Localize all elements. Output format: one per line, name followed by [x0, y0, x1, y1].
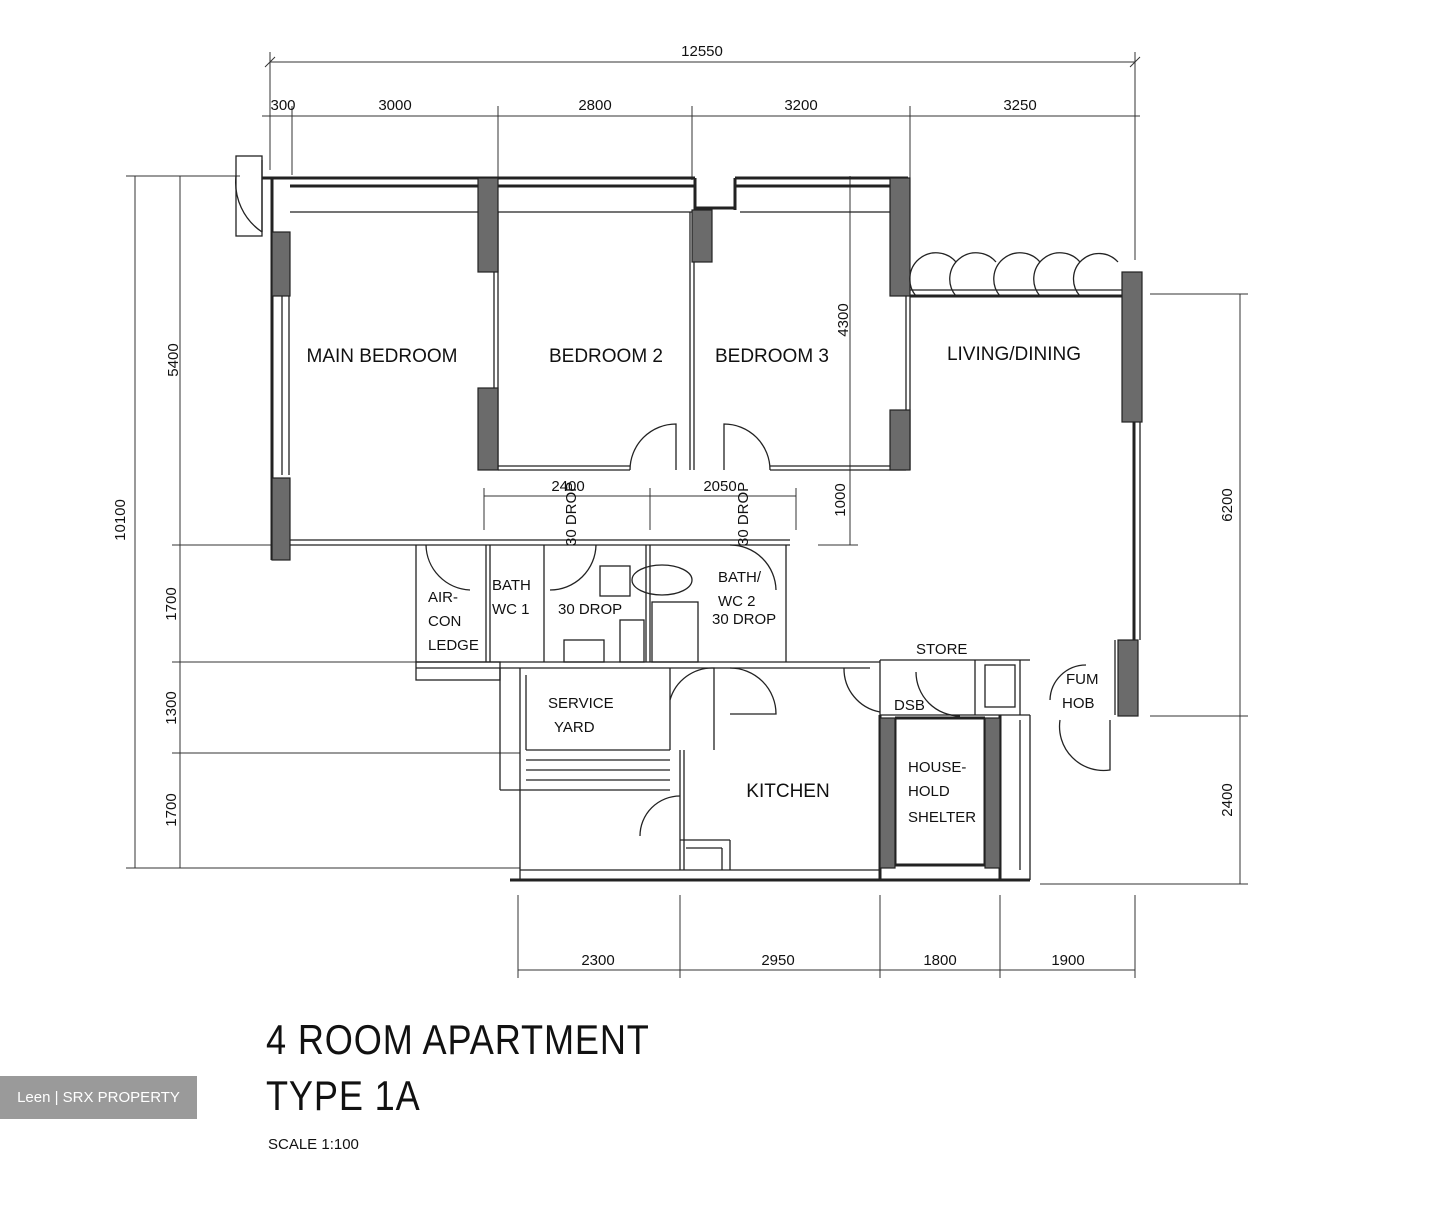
room-labels: MAIN BEDROOM BEDROOM 2 BEDROOM 3 LIVING/…	[307, 344, 1099, 826]
dim-top-seg-2: 2800	[578, 97, 611, 114]
label-aircon-1: AIR-	[428, 589, 458, 606]
doors	[235, 155, 1119, 837]
dim-bottom-seg-3: 1900	[1051, 952, 1084, 969]
label-shelter-3: SHELTER	[908, 809, 976, 826]
label-living-dining: LIVING/DINING	[947, 344, 1081, 365]
label-shelter-1: HOUSE-	[908, 759, 966, 776]
label-bath2-2: WC 2	[718, 593, 756, 610]
dim-left-seg-0: 5400	[165, 343, 182, 376]
label-service-1: SERVICE	[548, 695, 614, 712]
dim-top-seg-4: 3250	[1003, 97, 1036, 114]
dim-inner-0: 2400	[551, 478, 584, 495]
label-aircon-3: LEDGE	[428, 637, 479, 654]
label-bedroom-3: BEDROOM 3	[715, 346, 829, 367]
inner-dimensions: 2400 2050 4300 1000	[483, 176, 858, 546]
right-dimensions: 6200 2400	[1040, 293, 1248, 885]
walls	[262, 176, 1141, 882]
drop-mark-3: 30 DROP	[712, 611, 776, 628]
dim-bottom-seg-1: 2950	[761, 952, 794, 969]
label-store: STORE	[916, 641, 967, 658]
dim-right-seg-0: 6200	[1219, 488, 1236, 521]
label-fum: FUM	[1066, 671, 1099, 688]
dim-left-total: 10100	[112, 499, 129, 541]
label-kitchen: KITCHEN	[746, 781, 829, 802]
dim-inner-3: 1000	[832, 483, 849, 516]
drop-mark-2: 30 DROP	[558, 601, 622, 618]
fixtures	[415, 564, 1016, 708]
dim-top-total: 12550	[681, 43, 723, 60]
left-dimensions: 10100 5400 1700 1300 1700	[112, 175, 520, 869]
label-aircon-2: CON	[428, 613, 461, 630]
label-bath2-1: BATH/	[718, 569, 762, 586]
columns	[271, 177, 1143, 869]
dim-inner-1: 2050	[703, 478, 736, 495]
dim-top-seg-0: 300	[270, 97, 295, 114]
dim-bottom-seg-2: 1800	[923, 952, 956, 969]
dim-inner-2: 4300	[835, 303, 852, 336]
label-dsb: DSB	[894, 697, 925, 714]
label-bedroom-2: BEDROOM 2	[549, 346, 663, 367]
dim-left-seg-1: 1700	[163, 587, 180, 620]
dim-left-small: 1300	[163, 691, 180, 724]
label-hob: HOB	[1062, 695, 1095, 712]
drop-mark-0: 30 DROP	[563, 482, 580, 546]
label-main-bedroom: MAIN BEDROOM	[307, 346, 458, 367]
plan-scale: SCALE 1:100	[268, 1136, 359, 1153]
dim-top-seg-3: 3200	[784, 97, 817, 114]
label-service-2: YARD	[554, 719, 595, 736]
label-shelter-2: HOLD	[908, 783, 950, 800]
dim-right-seg-1: 2400	[1219, 783, 1236, 816]
dim-bottom-seg-0: 2300	[581, 952, 614, 969]
plan-title: 4 ROOM APARTMENT TYPE 1A	[266, 1012, 650, 1124]
dim-left-seg-2: 1700	[163, 793, 180, 826]
dim-top-seg-1: 3000	[378, 97, 411, 114]
label-bath1-2: WC 1	[492, 601, 530, 618]
bottom-dimensions: 2300 2950 1800 1900	[517, 895, 1136, 978]
top-dimensions: 12550 300 3000 2800 3200 3250	[262, 43, 1141, 260]
drop-mark-1: 30 DROP	[735, 482, 752, 546]
watermark-badge: Leen | SRX PROPERTY	[0, 1076, 197, 1119]
plan-title-line-1: 4 ROOM APARTMENT	[266, 1016, 650, 1063]
plan-title-line-2: TYPE 1A	[266, 1072, 421, 1119]
label-bath1-1: BATH	[492, 577, 531, 594]
